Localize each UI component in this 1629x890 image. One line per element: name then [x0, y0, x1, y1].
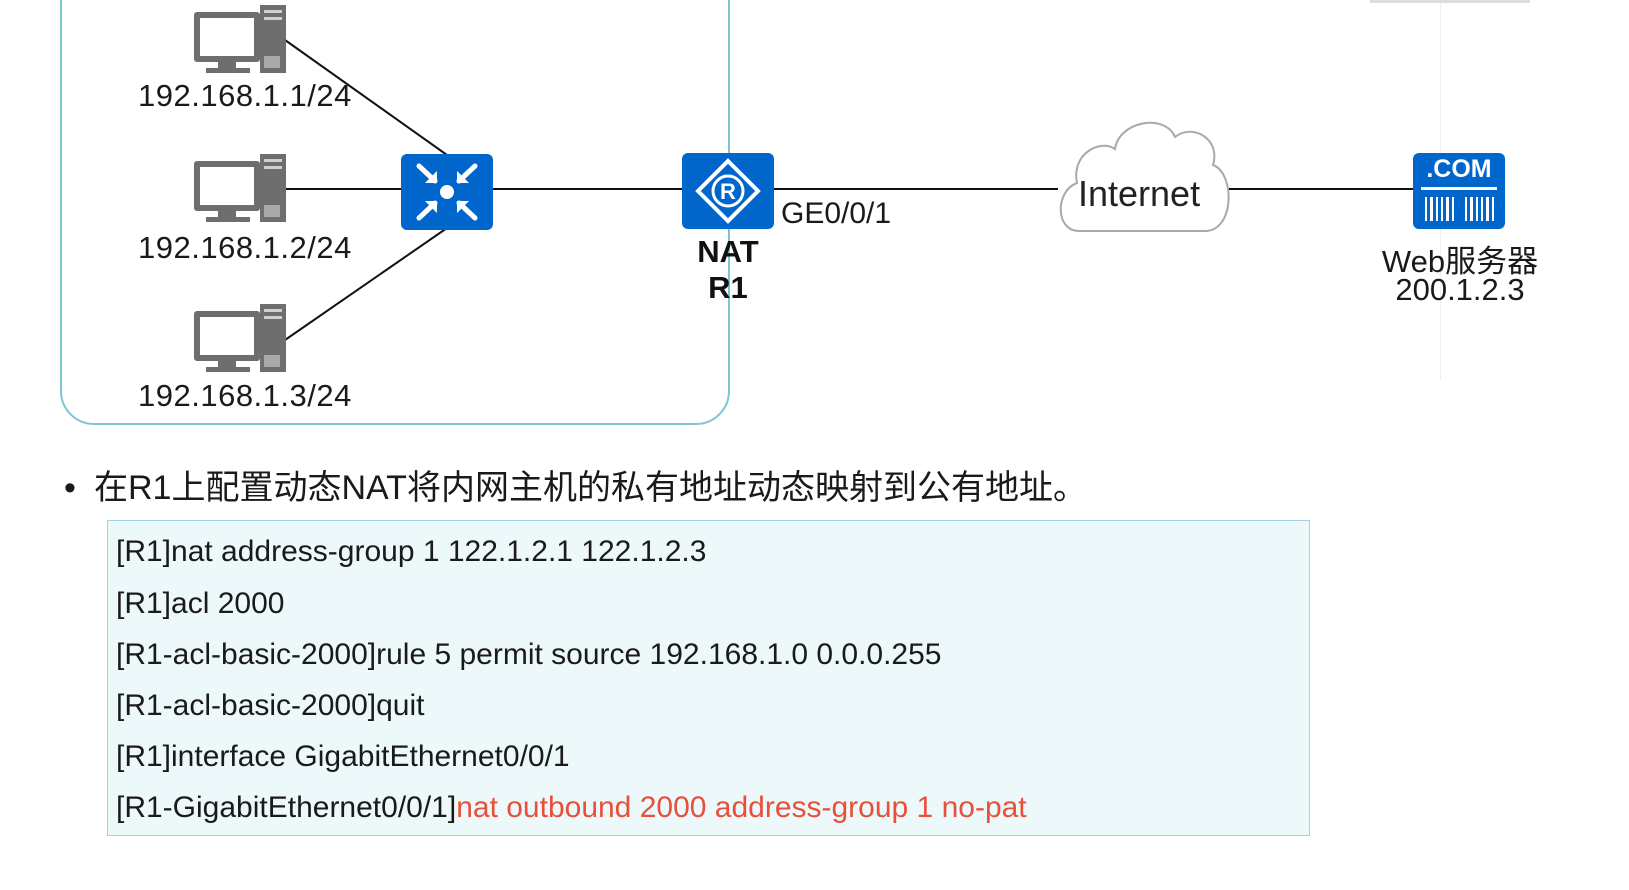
server-badge-label: .COM [1426, 155, 1492, 183]
host-1-ip: 192.168.1.1/24 [138, 78, 352, 113]
link-host3-switch [284, 227, 448, 341]
router-interface-label: GE0/0/1 [781, 197, 892, 230]
command-block: [R1]nat address-group 1 122.1.2.1 122.1.… [107, 520, 1310, 836]
router-label-name: R1 [708, 270, 748, 305]
background-guide-line [1370, 0, 1530, 3]
command-text: [R1]nat address-group 1 122.1.2.1 122.1.… [116, 535, 707, 568]
host-3-ip: 192.168.1.3/24 [138, 378, 352, 413]
computer-icon [194, 5, 286, 73]
server-name: Web服务器 [1381, 244, 1539, 279]
router-label-nat: NAT [697, 234, 759, 269]
computer-icon [194, 154, 286, 222]
computer-icon [194, 304, 286, 372]
command-text: [R1]interface GigabitEthernet0/0/1 [116, 740, 570, 773]
router-icon-letter: R [720, 179, 736, 204]
command-text: [R1-acl-basic-2000]quit [116, 689, 425, 722]
command-text: [R1]acl 2000 [116, 587, 285, 620]
switch-icon [401, 154, 493, 230]
internet-label: Internet [1078, 173, 1201, 214]
command-line: [R1-GigabitEthernet0/0/1]nat outbound 20… [116, 791, 1027, 825]
command-text: [R1-GigabitEthernet0/0/1] [116, 791, 457, 824]
bullet-text: 在R1上配置动态NAT将内网主机的私有地址动态映射到公有地址。 [94, 469, 1087, 507]
web-server-icon: .COM [1413, 153, 1505, 229]
command-line: [R1-acl-basic-2000]rule 5 permit source … [116, 638, 941, 672]
cloud-icon [1059, 121, 1230, 232]
command-text: [R1-acl-basic-2000]rule 5 permit source … [116, 638, 942, 671]
connection-lines [284, 39, 1413, 341]
command-line: [R1]nat address-group 1 122.1.2.1 122.1.… [116, 535, 706, 569]
command-line: [R1-acl-basic-2000]quit [116, 689, 424, 723]
command-highlight: nat outbound 2000 address-group 1 no-pat [456, 791, 1027, 824]
host-2-ip: 192.168.1.2/24 [138, 230, 352, 265]
command-line: [R1]acl 2000 [116, 587, 284, 621]
link-host1-switch [284, 39, 448, 156]
bullet-item: • 在R1上配置动态NAT将内网主机的私有地址动态映射到公有地址。 [64, 460, 1087, 509]
server-barcode-graphic [1421, 187, 1497, 221]
router-icon: R [682, 153, 774, 229]
bullet-marker: • [64, 469, 76, 507]
command-line: [R1]interface GigabitEthernet0/0/1 [116, 740, 570, 774]
server-ip: 200.1.2.3 [1395, 272, 1525, 307]
